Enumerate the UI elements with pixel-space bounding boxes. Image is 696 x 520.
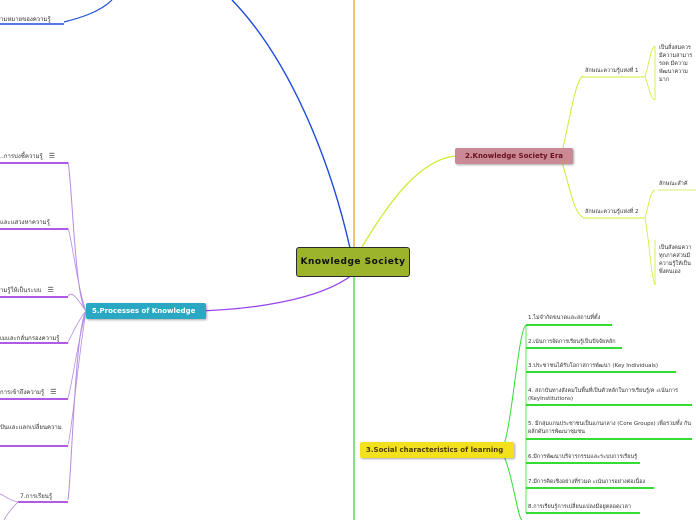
branch-proc-stem-down [67, 310, 87, 501]
topic-meaning-text: ามหมายของความรู้ [0, 16, 51, 23]
social-item-label: 5. มีกลุ่มแกนประชาชนเป็นแกนกลาง (Core Gr… [528, 421, 692, 435]
main-topic-social-label: 3.Social characteristics of learning [366, 446, 504, 454]
social-item-1[interactable]: 1.ไม่จำกัดขนาดและสถานที่ตั้ง [528, 314, 600, 322]
branch-line-processes [193, 274, 353, 312]
process-item-6[interactable]: ปันและแลกเปลี่ยนความ [0, 422, 62, 432]
main-topic-era-label: 2.Knowledge Society Era [464, 152, 564, 160]
process-item-label: ..การบ่งชี้ความรู้ [0, 153, 43, 160]
branch-proc-stem-up [67, 161, 87, 312]
social-item-2[interactable]: 2.เน้นการจัดการเรียนรู้เป็นปัจจัยหลัก [528, 338, 616, 346]
era-subtopic-1[interactable]: ลักษณะความรู้แห่งที่ 1 [585, 67, 639, 75]
menu-icon[interactable]: ☰ [47, 286, 54, 294]
process-item-label: และแสวงหาความรู้ [0, 219, 50, 226]
social-item-label: 1.ไม่จำกัดขนาดและสถานที่ตั้ง [528, 315, 601, 321]
central-topic-label: Knowledge Society [300, 257, 406, 267]
process-item-label: การเข้าถึงความรู้ [0, 389, 45, 396]
menu-icon[interactable]: ☰ [50, 388, 57, 396]
era-subtopic-1-detail[interactable]: เป็นสิ่งสมควร มีความสามาร รถต มีความ พัฒ… [659, 44, 692, 84]
social-item-5[interactable]: 5. มีกลุ่มแกนประชาชนเป็นแกนกลาง (Core Gr… [528, 420, 692, 436]
social-item-8[interactable]: 8.การเรียนรู้การเปลี่ยนแปลงมีอยู่ตลอดเวล… [528, 503, 631, 511]
social-item-label: 6.มีการพัฒนาบริจารกรรมและระบบการเรียนรู้ [528, 454, 638, 460]
branch-line-era [361, 155, 456, 248]
detail-line: ทุกภาคส่วนมี [659, 253, 691, 259]
process-item-4[interactable]: เมและกลั่นกรองความรู้ [0, 333, 60, 343]
process-item-7[interactable]: 7.การเรียนรู้ [20, 491, 52, 501]
detail-line: รถต มีความ [659, 61, 688, 67]
era-subtopic-2-detail[interactable]: เป็นสังคมควา ทุกภาคส่วนมี ความรู้ให้เป็น… [659, 244, 691, 276]
detail-line: เป็นสิ่งสมควร [659, 45, 691, 51]
social-item-label: 8.การเรียนรู้การเปลี่ยนแปลงมีอยู่ตลอดเวล… [528, 504, 631, 510]
process-item-label: เมและกลั่นกรองความรู้ [0, 335, 60, 342]
topic-meaning-label[interactable]: ามหมายของความรู้ [0, 14, 51, 24]
branch-era-1 [560, 75, 584, 157]
social-item-6[interactable]: 6.มีการพัฒนาบริจารกรรมและระบบการเรียนรู้ [528, 453, 637, 461]
detail-line: เป็นสังคมควา [659, 245, 692, 251]
social-item-label: 4. สถาบันทางสังคมในพื้นที่เป็นตัวหลักในก… [528, 388, 678, 402]
branch-line-meaning-leaf [63, 0, 113, 23]
social-item-3[interactable]: 3.ประชาชนได้รับโอกาสการพัฒนา (Key Indivi… [528, 362, 658, 370]
social-item-label: 3.ประชาชนได้รับโอกาสการพัฒนา (Key Indivi… [528, 363, 659, 369]
detail-line: พึ่งตนเอง [659, 269, 681, 275]
process-item-2[interactable]: และแสวงหาความรู้ [0, 217, 50, 227]
main-topic-processes-label: 5.Processes of Knowledge [92, 307, 196, 315]
branch-era-1-text-b [644, 76, 656, 101]
process-item-label: ามรู้ให้เป็นระบบ [0, 287, 42, 294]
branch-era-2-text-b [644, 217, 656, 286]
process-item-5[interactable]: การเข้าถึงความรู้ ☰ [0, 387, 57, 397]
process-item-label: ปันและแลกเปลี่ยนความ [0, 424, 62, 431]
branch-line-meaning [231, 0, 351, 249]
branch-era-2-text-a [644, 189, 656, 219]
main-topic-social[interactable]: 3.Social characteristics of learning [360, 442, 514, 458]
central-topic[interactable]: Knowledge Society [296, 247, 410, 277]
branch-social-stem [501, 324, 527, 451]
era-subtopic-1-label: ลักษณะความรู้แห่งที่ 1 [585, 68, 639, 74]
detail-line: มีความสามาร [659, 53, 693, 59]
detail-line: ความรู้ให้เป็น [659, 261, 691, 267]
menu-icon[interactable]: ☰ [48, 152, 56, 160]
main-topic-era[interactable]: 2.Knowledge Society Era [455, 148, 573, 164]
era-subtopic-2-label: ลักษณะความรู้แห่งที่ 2 [585, 209, 639, 215]
era-subtopic-2-heading[interactable]: ลักษณะสำคั [659, 180, 688, 188]
detail-line: พัฒนาความ [659, 69, 688, 75]
social-item-label: 2.เน้นการจัดการเรียนรู้เป็นปัจจัยหลัก [528, 339, 616, 345]
process-item-1[interactable]: ..การบ่งชี้ความรู้ ☰ [0, 151, 55, 161]
social-item-4[interactable]: 4. สถาบันทางสังคมในพื้นที่เป็นตัวหลักในก… [528, 387, 692, 403]
detail-line: ลักษณะสำคั [659, 181, 688, 187]
era-subtopic-2[interactable]: ลักษณะความรู้แห่งที่ 2 [585, 208, 639, 216]
branch-era-1-text [644, 45, 656, 78]
main-topic-processes[interactable]: 5.Processes of Knowledge [86, 303, 206, 319]
process-item-3[interactable]: ามรู้ให้เป็นระบบ ☰ [0, 285, 54, 295]
process-item-label: 7.การเรียนรู้ [20, 493, 53, 500]
detail-line: มาก [659, 77, 670, 83]
social-item-7[interactable]: 7.มีการคิดเชิงอย่างที่ร่วมด ะเน้นการอย่า… [528, 478, 645, 486]
social-item-label: 7.มีการคิดเชิงอย่างที่ร่วมด ะเน้นการอย่า… [528, 479, 646, 485]
branch-era-2 [560, 157, 584, 218]
